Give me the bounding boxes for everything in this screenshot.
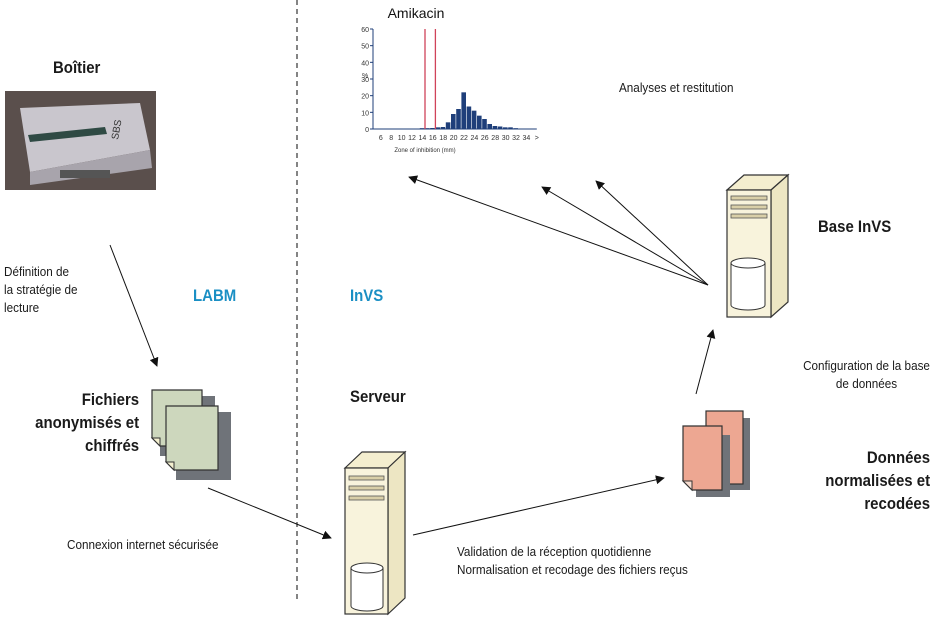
definition-label: Définition de la stratégie de lecture xyxy=(4,263,78,317)
arrow-donnees-to-base xyxy=(695,329,716,395)
fichiers-line-2: anonymisés et xyxy=(35,413,139,432)
configuration-label: Configuration de la base de données xyxy=(803,357,930,393)
fichiers-label: Fichiers anonymisés et chiffrés xyxy=(35,388,139,457)
x-tick-label: 32 xyxy=(512,135,520,142)
x-tick-label: 28 xyxy=(491,135,499,142)
y-axis-label: % xyxy=(362,73,368,80)
histogram-bar xyxy=(419,128,425,129)
histogram-bar xyxy=(508,127,513,129)
donnees-label: Données normalisées et recodées xyxy=(825,446,930,515)
x-tick-label: 6 xyxy=(379,135,383,142)
histogram-bar xyxy=(518,128,524,129)
y-tick-label: 60 xyxy=(361,27,369,34)
y-tick-label: 0 xyxy=(365,127,369,134)
x-tick-label: 14 xyxy=(419,135,427,142)
arrow-fichiers-to-serveur xyxy=(207,487,332,540)
arrow-boitier-to-fichiers xyxy=(109,244,159,367)
configuration-line-1: Configuration de la base xyxy=(803,358,930,373)
configuration-line-2: de données xyxy=(835,376,898,391)
server-icon xyxy=(343,450,407,616)
histogram-bar xyxy=(425,128,430,129)
y-tick-label: 50 xyxy=(361,44,369,51)
x-tick-label: > xyxy=(535,135,539,142)
encrypted-files-icon xyxy=(150,389,231,480)
histogram-bar xyxy=(477,115,482,129)
serveur-label: Serveur xyxy=(350,387,406,406)
x-tick-label: 16 xyxy=(429,135,437,142)
x-axis-label: Zone of inhibition (mm) xyxy=(394,148,455,154)
x-tick-label: 34 xyxy=(523,135,531,142)
histogram-bar xyxy=(487,124,492,129)
histogram-bar xyxy=(497,126,503,129)
validation-label: Validation de la réception quotidienne N… xyxy=(457,543,688,579)
y-tick-label: 20 xyxy=(361,94,369,101)
boitier-label: Boîtier xyxy=(53,58,101,77)
donnees-line-1: Données xyxy=(866,448,930,467)
histogram-bar xyxy=(430,128,435,129)
histogram-bar xyxy=(461,92,466,129)
histogram-bar xyxy=(523,128,529,129)
histogram-bar xyxy=(435,127,440,129)
y-tick-label: 40 xyxy=(361,60,369,67)
histogram-bar xyxy=(482,119,487,129)
histogram-bar xyxy=(529,128,534,129)
histogram-bar xyxy=(440,127,446,129)
y-tick-label: 10 xyxy=(361,110,369,117)
histogram-bar xyxy=(513,128,518,129)
definition-line-1: Définition de xyxy=(4,264,70,279)
database-server-icon xyxy=(725,173,790,319)
donnees-line-2: normalisées et xyxy=(825,471,930,490)
histogram-bar xyxy=(451,114,456,129)
definition-line-2: la stratégie de xyxy=(4,282,78,297)
histogram-bar xyxy=(409,128,414,129)
validation-line-1: Validation de la réception quotidienne xyxy=(457,544,652,559)
x-tick-label: 10 xyxy=(398,135,406,142)
x-tick-label: 18 xyxy=(439,135,447,142)
connexion-label: Connexion internet sécurisée xyxy=(67,537,219,552)
invs-section-label: InVS xyxy=(350,286,384,305)
histogram-bar xyxy=(503,127,508,129)
x-tick-label: 20 xyxy=(450,135,458,142)
arrow-base-to-analyses-2 xyxy=(541,186,709,286)
svg-text:SBS: SBS xyxy=(110,119,124,141)
arrow-base-to-analyses-1 xyxy=(408,175,709,286)
x-tick-label: 30 xyxy=(502,135,510,142)
analyses-label: Analyses et restitution xyxy=(619,80,734,95)
arrow-serveur-to-donnees xyxy=(412,475,665,536)
definition-line-3: lecture xyxy=(4,300,40,315)
boitier-photo: SBS xyxy=(5,91,156,190)
x-tick-label: 26 xyxy=(481,135,489,142)
x-tick-label: 24 xyxy=(471,135,479,142)
labm-section-label: LABM xyxy=(193,286,237,305)
histogram-bar xyxy=(492,126,498,129)
histogram-bar xyxy=(414,128,420,129)
base-invs-label: Base InVS xyxy=(818,217,892,236)
histogram-bar xyxy=(466,106,472,129)
histogram-bar xyxy=(471,110,477,129)
y-tick-label: 30 xyxy=(361,77,369,84)
validation-line-2: Normalisation et recodage des fichiers r… xyxy=(457,562,688,577)
x-tick-label: 8 xyxy=(389,135,393,142)
fichiers-line-1: Fichiers xyxy=(81,390,139,409)
fichiers-line-3: chiffrés xyxy=(84,436,139,455)
x-tick-label: 12 xyxy=(408,135,416,142)
arrow-base-to-analyses-3 xyxy=(595,180,709,286)
donnees-line-3: recodées xyxy=(864,494,930,513)
x-tick-label: 22 xyxy=(460,135,468,142)
normalized-data-icon xyxy=(681,410,750,497)
chart-title: Amikacin xyxy=(388,5,445,21)
histogram-bar xyxy=(445,122,451,129)
histogram-bar xyxy=(456,109,461,129)
